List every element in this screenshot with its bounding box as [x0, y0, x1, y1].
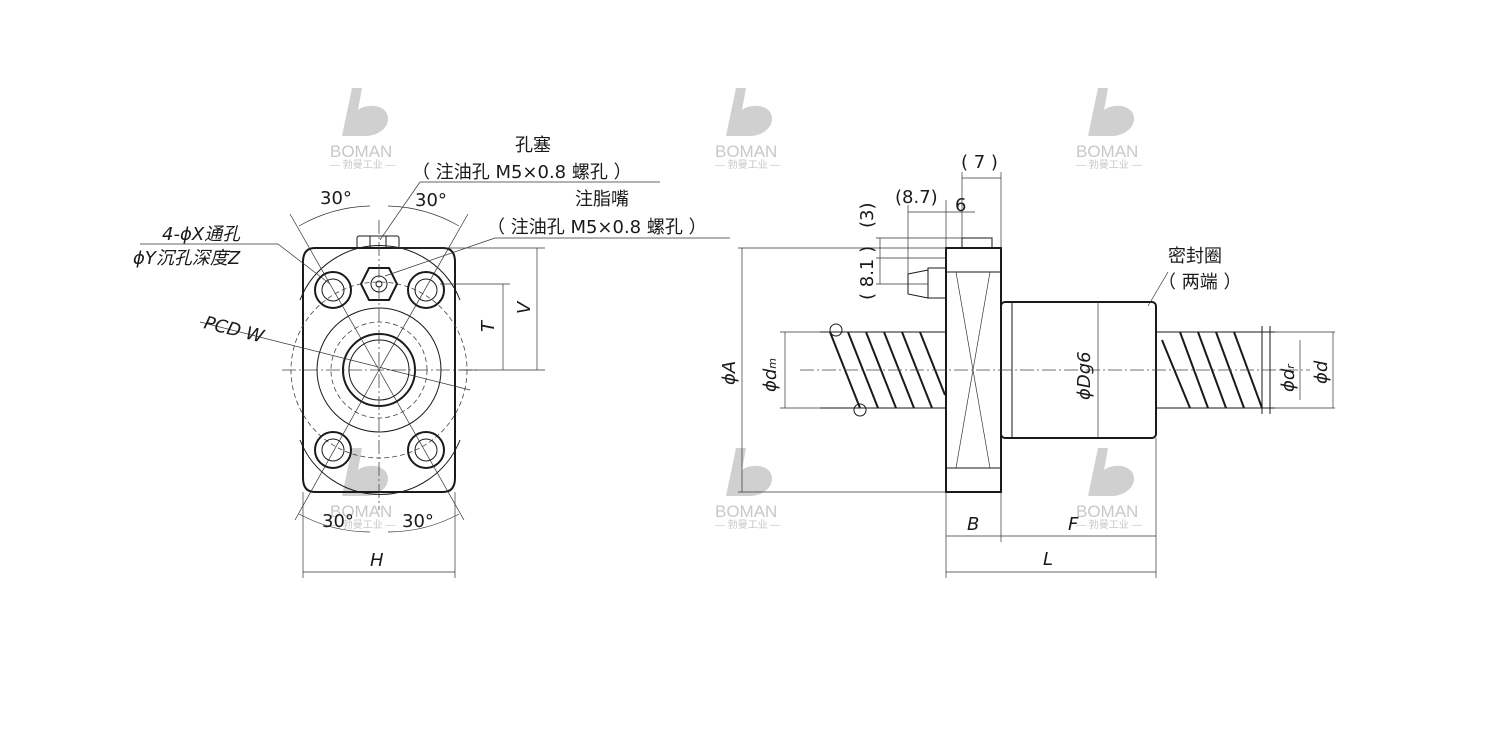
svg-text:— 勃曼工业 —: — 勃曼工业 — — [1076, 158, 1142, 171]
mounting-hole-tr — [407, 271, 445, 309]
dim-t-label: T — [478, 319, 499, 332]
nipple-note: （ 注油孔 M5×0.8 螺孔 ） — [487, 217, 707, 238]
svg-text:BOMAN: BOMAN — [1076, 502, 1138, 521]
seal-note: （ 两端 ） — [1158, 272, 1241, 293]
svg-text:BOMAN: BOMAN — [715, 502, 777, 521]
svg-text:BOMAN: BOMAN — [330, 502, 392, 521]
nipple-label: 注脂嘴 — [575, 189, 629, 210]
angle-bottom-left: 30° — [322, 511, 354, 532]
watermark-3: BOMAN — 勃曼工业 — — [1076, 88, 1142, 171]
svg-text:— 勃曼工业 —: — 勃曼工业 — — [330, 158, 396, 171]
watermark-2: BOMAN — 勃曼工业 — — [715, 88, 781, 171]
side-flange — [945, 237, 1002, 493]
flange-outline — [302, 247, 456, 493]
dim-3-label: (3) — [857, 203, 878, 229]
dim-v-label: V — [514, 300, 535, 314]
svg-text:BOMAN: BOMAN — [1076, 142, 1138, 161]
pcd-label: PCD W — [202, 312, 267, 347]
dim-h-label: H — [370, 550, 384, 571]
svg-text:— 勃曼工业 —: — 勃曼工业 — — [1076, 518, 1142, 531]
side-view: ( 7 ) (8.7) 6 (3) ( 8.1 ) ϕA ϕdm ϕDg6 ϕd… — [719, 152, 1335, 578]
mounting-hole-br — [407, 431, 445, 469]
screw-shaft-left — [820, 323, 946, 417]
seal-label: 密封圈 — [1168, 246, 1222, 267]
svg-text:— 勃曼工业 —: — 勃曼工业 — — [715, 518, 781, 531]
angle-top-left: 30° — [320, 188, 352, 209]
watermark-5: BOMAN — 勃曼工业 — — [715, 448, 781, 531]
dim-8-1-label: ( 8.1 ) — [857, 246, 878, 300]
plug-label: 孔塞 — [515, 135, 551, 156]
mounting-hole-tl — [314, 271, 352, 309]
watermark-1: BOMAN — 勃曼工业 — — [330, 88, 396, 171]
dim-dm-label: ϕdm — [760, 358, 781, 392]
svg-text:BOMAN: BOMAN — [715, 142, 777, 161]
mounting-hole-bl — [314, 431, 352, 469]
dim-d-label: ϕd — [1311, 360, 1332, 384]
plug-note: （ 注油孔 M5×0.8 螺孔 ） — [412, 162, 632, 183]
dim-7-label: ( 7 ) — [961, 152, 998, 173]
dim-6-label: 6 — [955, 195, 966, 216]
dim-dr-label: ϕdr — [1278, 363, 1299, 392]
svg-text:— 勃曼工业 —: — 勃曼工业 — — [715, 158, 781, 171]
angle-top-right: 30° — [415, 190, 447, 211]
svg-text:BOMAN: BOMAN — [330, 142, 392, 161]
oil-plug — [356, 235, 400, 249]
hole-label-2: ϕY沉孔深度Z — [133, 248, 241, 269]
angle-bottom-right: 30° — [402, 511, 434, 532]
watermark-4: BOMAN — 勃曼工业 — — [330, 448, 396, 531]
dim-dg6-label: ϕDg6 — [1074, 351, 1095, 400]
watermark-6: BOMAN — 勃曼工业 — — [1076, 448, 1142, 531]
side-grease-nipple — [907, 267, 947, 299]
hole-label-1: 4-ϕX通孔 — [162, 224, 241, 245]
dim-a-label: ϕA — [719, 361, 740, 385]
dim-8-7-label: (8.7) — [895, 187, 938, 208]
dim-b-label: B — [967, 514, 979, 535]
dim-l-label: L — [1043, 549, 1053, 570]
dim-f-label: F — [1068, 514, 1079, 535]
front-view: 孔塞 （ 注油孔 M5×0.8 螺孔 ） 注脂嘴 （ 注油孔 M5×0.8 螺孔… — [133, 135, 730, 578]
svg-text:— 勃曼工业 —: — 勃曼工业 — — [330, 518, 396, 531]
